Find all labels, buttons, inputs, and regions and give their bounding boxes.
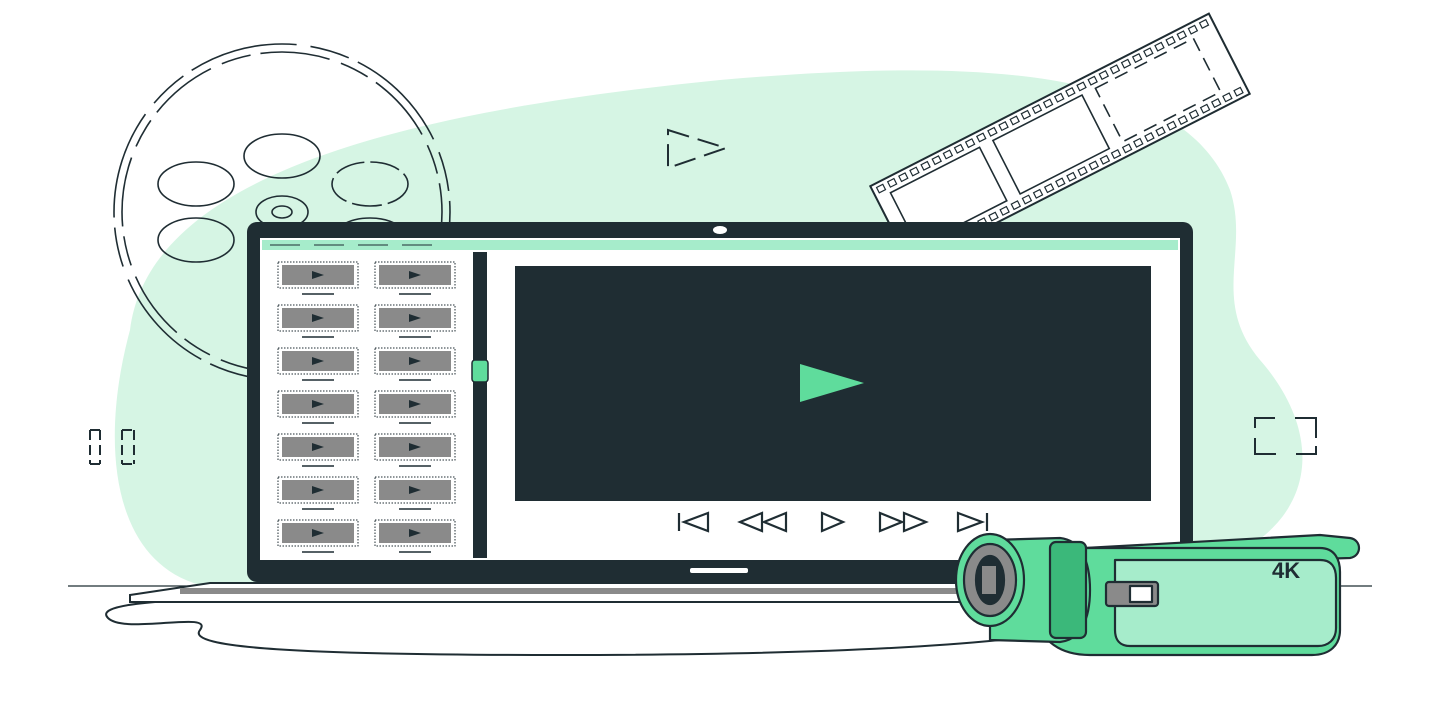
thumbnail-grid <box>277 261 456 553</box>
video-thumbnail[interactable] <box>277 261 359 295</box>
frame-bracket-icon <box>1254 417 1317 455</box>
webcam-dot <box>713 226 727 234</box>
app-title-bar <box>262 240 1178 250</box>
thumbnail-play-icon <box>312 357 324 365</box>
pause-bracket-icon <box>89 429 135 465</box>
camcorder-badge: 4K <box>1272 558 1300 583</box>
video-thumbnail[interactable] <box>277 476 359 510</box>
camcorder-side-panel <box>1113 558 1338 648</box>
thumbnail-play-icon <box>409 529 421 537</box>
video-thumbnail[interactable] <box>277 390 359 424</box>
player-controls <box>677 511 989 533</box>
thumbnail-play-icon <box>312 400 324 408</box>
thumbnail-play-icon <box>409 443 421 451</box>
thumbnail-play-icon <box>312 271 324 279</box>
sidebar-divider <box>473 252 487 558</box>
video-thumbnail[interactable] <box>374 261 456 295</box>
play-outline-icon <box>667 128 730 170</box>
thumbnail-play-icon <box>312 443 324 451</box>
thumbnail-play-icon <box>409 271 421 279</box>
video-thumbnail[interactable] <box>374 304 456 338</box>
sidebar-scroll-handle[interactable] <box>471 359 489 383</box>
laptop <box>129 222 1301 603</box>
skip-next-icon[interactable] <box>956 511 989 533</box>
rewind-icon[interactable] <box>737 511 788 533</box>
thumbnail-play-icon <box>312 529 324 537</box>
play-small-icon[interactable] <box>820 511 846 533</box>
thumbnail-play-icon <box>409 486 421 494</box>
video-thumbnail[interactable] <box>277 304 359 338</box>
thumbnail-play-icon <box>409 400 421 408</box>
thumbnail-play-icon <box>409 357 421 365</box>
video-thumbnail[interactable] <box>277 347 359 381</box>
thumbnail-play-icon <box>312 486 324 494</box>
video-thumbnail[interactable] <box>374 390 456 424</box>
cable-outline <box>105 597 1001 657</box>
video-thumbnail[interactable] <box>374 347 456 381</box>
video-thumbnail[interactable] <box>277 433 359 467</box>
thumbnail-play-icon <box>409 314 421 322</box>
thumbnail-play-icon <box>312 314 324 322</box>
fast-forward-icon[interactable] <box>878 511 929 533</box>
play-button-icon[interactable] <box>800 364 864 402</box>
video-thumbnail[interactable] <box>374 476 456 510</box>
skip-previous-icon[interactable] <box>677 511 710 533</box>
video-thumbnail[interactable] <box>277 519 359 553</box>
video-thumbnail[interactable] <box>374 433 456 467</box>
video-thumbnail[interactable] <box>374 519 456 553</box>
laptop-bottom-slot <box>690 568 748 573</box>
camcorder <box>954 532 1361 657</box>
